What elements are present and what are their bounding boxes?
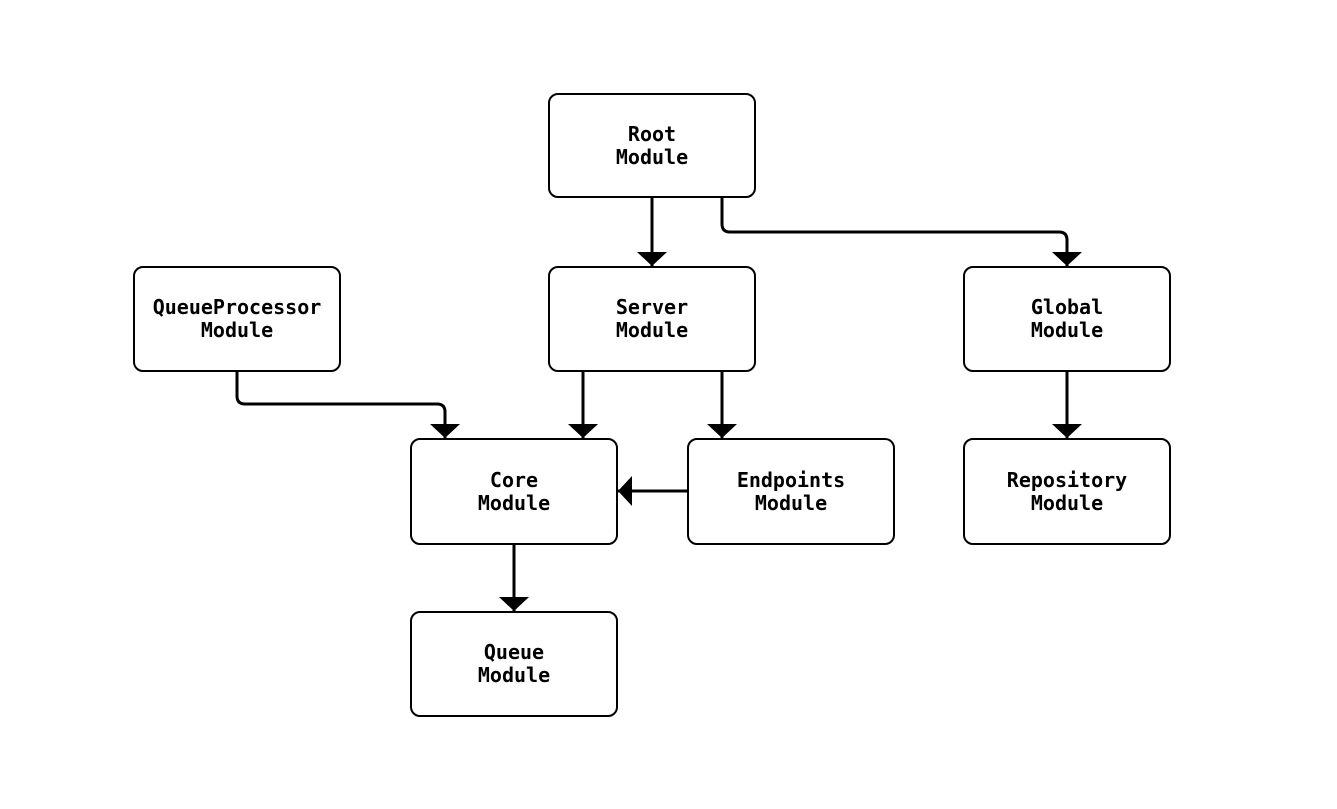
node-core-module-label: Core Module (477, 467, 551, 515)
node-endpoints-module-label: Endpoints Module (736, 467, 846, 515)
node-core-module: Core Module (410, 438, 618, 545)
node-server-module: Server Module (548, 266, 756, 372)
node-root-module: Root Module (548, 93, 756, 198)
edge-root-to-global (720, 198, 1082, 266)
node-global-module-label: Global Module (1030, 295, 1104, 342)
node-queue-module: Queue Module (410, 611, 618, 717)
node-queueprocessor-module-label: QueueProcessor Module (152, 295, 322, 342)
edge-queueprocessor-to-core (235, 372, 460, 438)
node-queue-module-label: Queue Module (477, 640, 551, 687)
node-repository-module-label: Repository Module (1006, 467, 1128, 515)
node-root-module-label: Root Module (615, 121, 689, 169)
node-endpoints-module: Endpoints Module (687, 438, 895, 545)
node-global-module: Global Module (963, 266, 1171, 372)
node-queueprocessor-module: QueueProcessor Module (133, 266, 341, 372)
node-repository-module: Repository Module (963, 438, 1171, 545)
node-server-module-label: Server Module (615, 295, 689, 342)
